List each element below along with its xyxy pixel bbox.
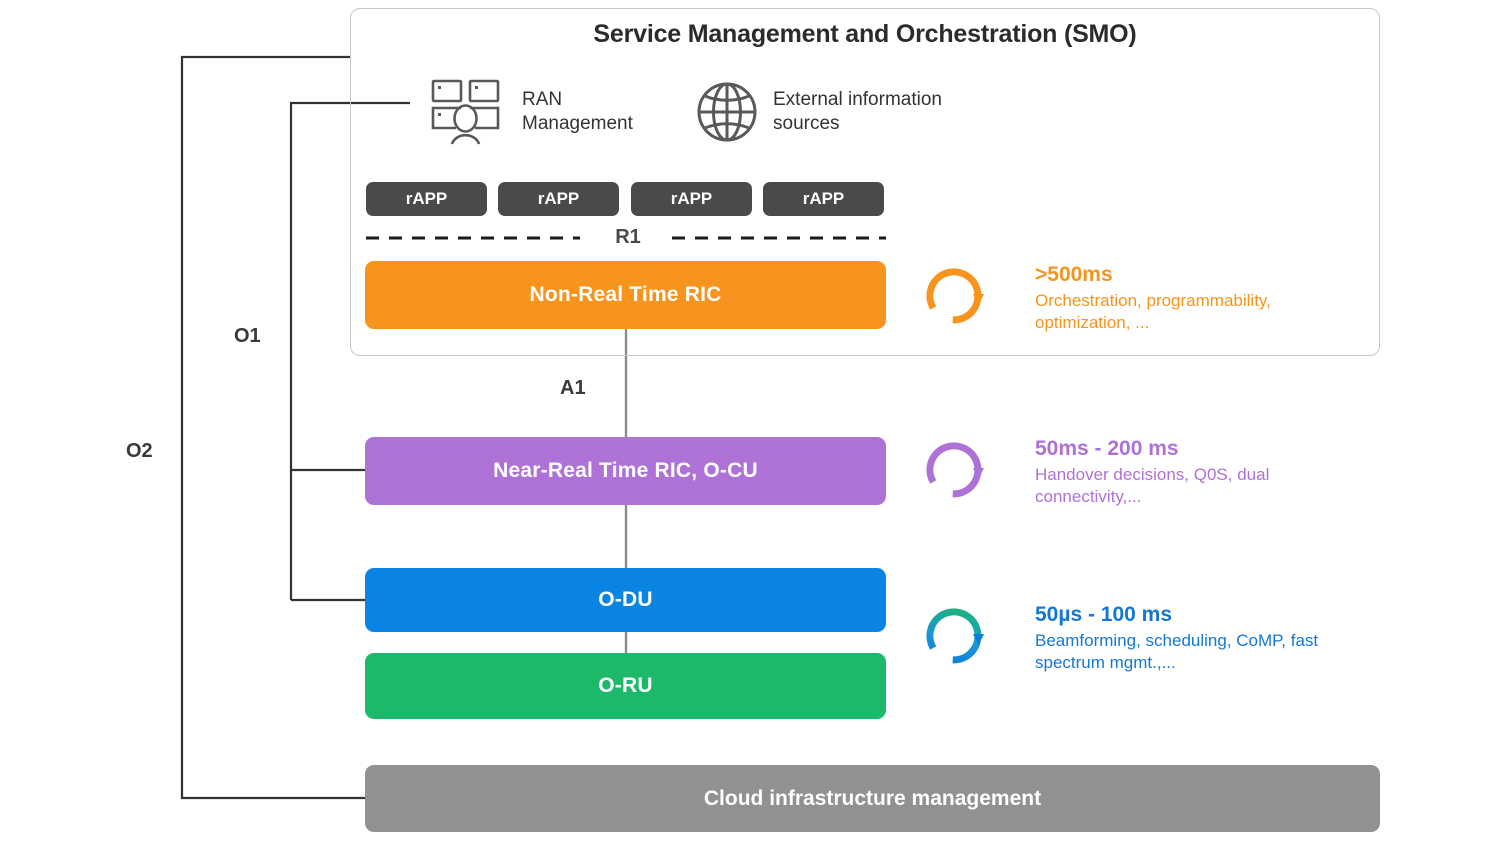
r1-interface-label: R1 [615,226,641,248]
odu-oru-timing-desc: Beamforming, scheduling, CoMP, fast spec… [1035,631,1319,672]
odu-oru-timing-title: 50µs - 100 ms [1035,603,1173,626]
o-ru-block[interactable]: O-RU [365,653,886,719]
rapp-chip-1[interactable]: rAPP [366,182,487,216]
ran-management-icon [431,79,500,145]
o1-trunk-connector [289,101,410,600]
a1-interface-label: A1 [560,377,586,399]
refresh-loop-icon-purple [926,442,984,498]
near-rt-ric-timing-title: 50ms - 200 ms [1035,437,1179,460]
ran-management-label: RAN Management [522,89,633,134]
smo-container [350,8,1380,356]
cloud-infrastructure-block[interactable]: Cloud infrastructure management [365,765,1380,832]
non-rt-ric-timing-desc: Orchestration, programmability, optimiza… [1035,291,1271,332]
o2-interface-label: O2 [126,440,153,462]
ran-management-group: RAN Management [430,78,633,146]
non-real-time-ric-block[interactable]: Non-Real Time RIC [365,261,886,329]
near-rt-ric-annotation: 50ms - 200 ms Handover decisions, Q0S, d… [1035,436,1269,508]
near-real-time-ric-block[interactable]: Near-Real Time RIC, O-CU [365,437,886,505]
refresh-loop-icon-blue [926,608,984,664]
external-information-group: External information sources [695,80,942,144]
rapp-chip-4[interactable]: rAPP [763,182,884,216]
non-rt-ric-annotation: >500ms Orchestration, programmability, o… [1035,262,1271,334]
o1-interface-label: O1 [234,325,261,347]
o-du-block[interactable]: O-DU [365,568,886,632]
odu-oru-annotation: 50µs - 100 ms Beamforming, scheduling, C… [1035,602,1318,674]
near-rt-ric-timing-desc: Handover decisions, Q0S, dual connectivi… [1035,465,1270,506]
rapp-chip-2[interactable]: rAPP [498,182,619,216]
rapp-chip-3[interactable]: rAPP [631,182,752,216]
globe-icon [697,82,757,142]
non-rt-ric-timing-title: >500ms [1035,263,1113,286]
smo-title: Service Management and Orchestration (SM… [593,20,1137,48]
refresh-loop-icon-orange [926,268,984,324]
o2-connector [180,55,365,800]
external-information-label: External information sources [773,89,942,134]
